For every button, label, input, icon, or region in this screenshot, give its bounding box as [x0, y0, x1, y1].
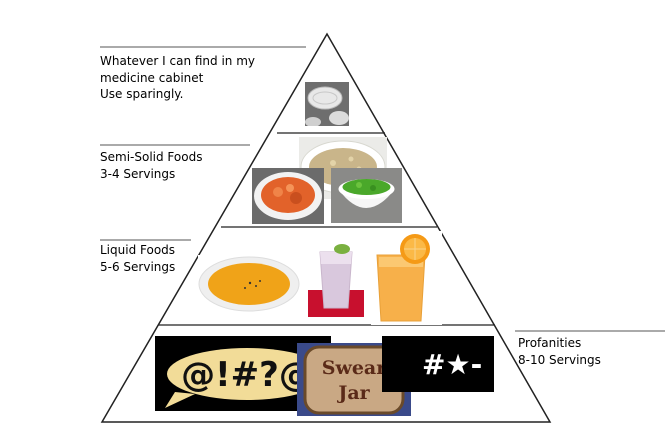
label-liquid-line-1: Liquid Foods [100, 243, 176, 257]
censored-symbols: #★- [382, 336, 494, 392]
soup-icon [198, 255, 301, 313]
label-top-line-3: Use sparingly. [100, 87, 184, 101]
glass-icon [308, 240, 364, 317]
label-liquid-tier: Liquid Foods 5-6 Servings [100, 242, 175, 275]
label-liquid-line-2: 5-6 Servings [100, 259, 176, 274]
label-semi-solid-line-2: 3-4 Servings [100, 166, 176, 181]
juice-photo [371, 231, 442, 325]
label-top-tier: Whatever I can find in my medicine cabin… [100, 53, 255, 103]
label-base-line-1: Profanities [518, 336, 582, 350]
label-top-line-2: medicine cabinet [100, 70, 204, 85]
soup-photo [198, 255, 301, 313]
svg-text:Swear: Swear [322, 357, 387, 379]
censored-symbols-text: #★- [422, 348, 482, 381]
pills-icon [305, 82, 349, 126]
label-top-line-1: Whatever I can find in my [100, 54, 256, 68]
bowl-icon [331, 168, 402, 223]
label-base-line-2: 8-10 Servings [518, 352, 601, 367]
pills-photo [305, 82, 349, 126]
mashed-carrots-photo [252, 168, 324, 224]
pea-puree-photo [331, 168, 402, 223]
bowl-icon [252, 168, 324, 224]
censored-bubble-text: @!#?@ [181, 355, 313, 395]
svg-text:Jar: Jar [336, 382, 370, 404]
smoothie-photo [308, 240, 364, 317]
label-semi-solid-tier: Semi-Solid Foods 3-4 Servings [100, 149, 202, 182]
label-semi-solid-line-1: Semi-Solid Foods [100, 150, 203, 164]
glass-icon [371, 231, 442, 325]
label-base-tier: Profanities 8-10 Servings [518, 335, 601, 368]
symbols-icon: #★- [382, 336, 494, 392]
